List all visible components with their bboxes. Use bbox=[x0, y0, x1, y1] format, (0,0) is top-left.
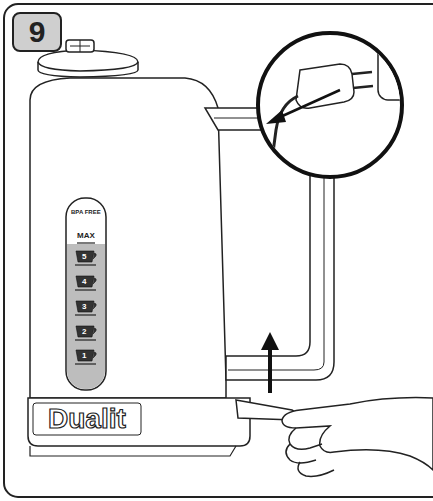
brand-logo: Dualit bbox=[48, 405, 126, 433]
cup-number: 1 bbox=[82, 352, 86, 360]
cup-number: 4 bbox=[82, 278, 86, 286]
panel-frame bbox=[4, 4, 433, 497]
cup-number: 3 bbox=[82, 303, 86, 311]
water-gauge bbox=[60, 198, 112, 394]
hand bbox=[282, 398, 433, 477]
step-number-box: 9 bbox=[12, 12, 62, 52]
lift-arrow bbox=[261, 332, 279, 393]
step-number: 9 bbox=[29, 17, 46, 47]
material-mark: BPA FREE bbox=[71, 209, 101, 215]
max-mark: MAX bbox=[77, 232, 95, 240]
cup-number: 2 bbox=[82, 328, 86, 336]
unplug-inset bbox=[258, 22, 433, 190]
cup-number: 5 bbox=[82, 253, 86, 261]
